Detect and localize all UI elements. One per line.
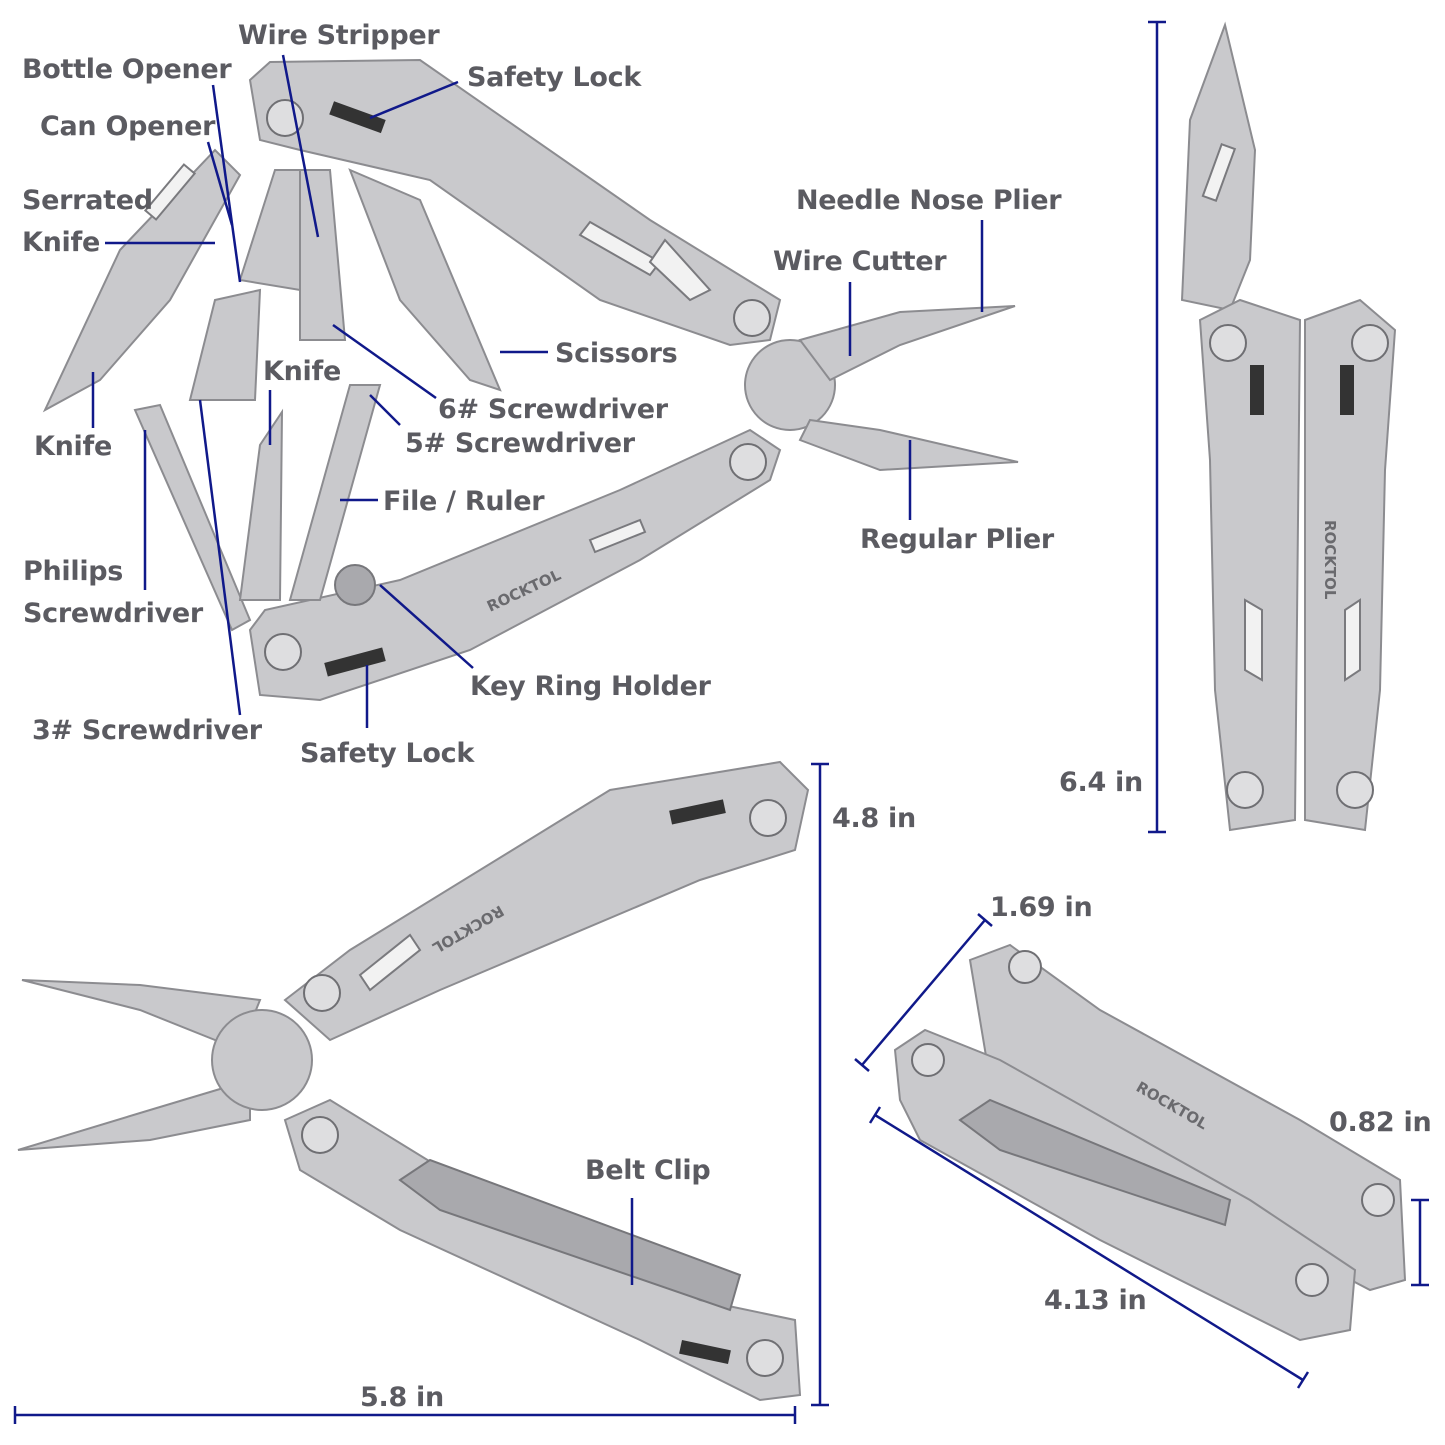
side-jaw-bottom	[17, 1078, 251, 1151]
label-scissors: Scissors	[555, 338, 678, 369]
label-3-screwdriver: 3# Screwdriver	[32, 715, 262, 746]
label-wire-stripper: Wire Stripper	[238, 20, 440, 51]
brand-logo-closed: ROCKTOL	[1321, 520, 1339, 600]
dimension-open-height: 4.8 in	[832, 803, 916, 834]
closed-multitool-image: ROCKTOL	[1180, 21, 1397, 832]
label-belt-clip: Belt Clip	[585, 1155, 711, 1186]
side-belt-clip	[398, 1158, 742, 1312]
closed-left-handle	[1198, 298, 1302, 832]
leader-lines	[91, 54, 984, 1285]
small-knife-shape	[238, 408, 284, 601]
label-bottle-opener: Bottle Opener	[22, 54, 232, 85]
knife-blade-shape	[42, 148, 242, 413]
folded-belt-clip	[958, 1098, 1232, 1227]
philips-screwdriver-shape	[133, 403, 252, 632]
label-key-ring-holder: Key Ring Holder	[470, 671, 711, 702]
dimension-lines	[13, 20, 1429, 1424]
key-ring-holder-shape	[334, 564, 376, 606]
screwdriver-6-shape	[299, 169, 347, 341]
dimension-folded-width: 1.69 in	[990, 892, 1093, 923]
file-shape	[288, 384, 382, 601]
label-serrated-knife-line1: Serrated	[22, 185, 153, 216]
label-knife-left: Knife	[34, 431, 112, 462]
label-philips-line1: Philips	[23, 556, 124, 587]
closed-right-handle	[1304, 298, 1397, 832]
label-philips-line2: Screwdriver	[23, 598, 203, 629]
dimension-folded-thickness: 0.82 in	[1329, 1107, 1432, 1138]
pliers-side-image: ROCKTOL	[17, 760, 810, 1402]
label-can-opener: Can Opener	[40, 111, 216, 142]
dimension-folded-length: 4.13 in	[1044, 1285, 1147, 1316]
label-safety-lock-top: Safety Lock	[467, 62, 642, 93]
label-6-screwdriver: 6# Screwdriver	[438, 394, 668, 425]
label-needle-nose-plier: Needle Nose Plier	[796, 185, 1062, 216]
can-opener-shape	[188, 288, 262, 401]
dimension-closed-length: 6.4 in	[1059, 767, 1143, 798]
folded-multitool-image: ROCKTOL	[893, 943, 1407, 1342]
open-multitool-image: ROCKTOL	[42, 58, 1019, 702]
label-regular-plier: Regular Plier	[860, 524, 1054, 555]
label-safety-lock-bottom: Safety Lock	[300, 738, 475, 769]
scissors-shape	[348, 168, 502, 392]
label-serrated-knife-line2: Knife	[22, 227, 100, 258]
dimension-open-width: 5.8 in	[360, 1382, 444, 1413]
bottom-handle-shape	[248, 428, 782, 702]
label-file-ruler: File / Ruler	[383, 486, 545, 517]
label-knife-center: Knife	[263, 356, 341, 387]
needle-nose-jaw-top	[798, 305, 1016, 382]
label-5-screwdriver: 5# Screwdriver	[405, 428, 635, 459]
side-top-handle	[283, 760, 810, 1042]
label-wire-cutter: Wire Cutter	[773, 246, 947, 277]
